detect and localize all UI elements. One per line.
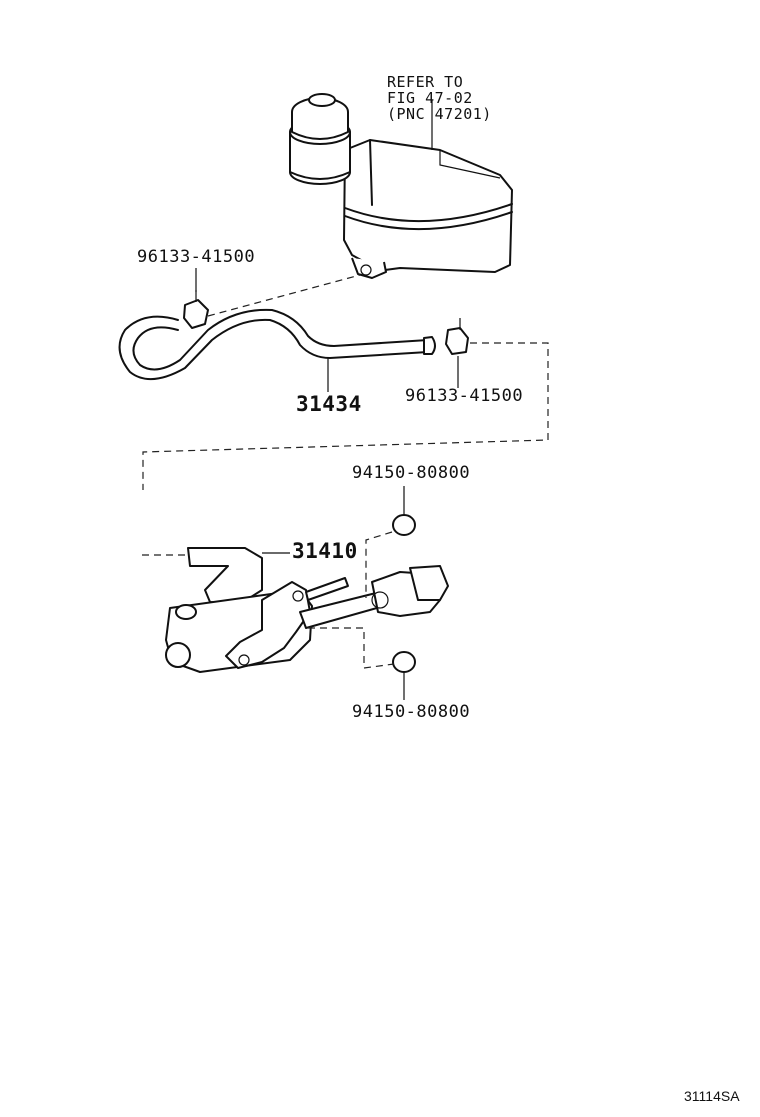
- part-number-master-cylinder[interactable]: 31410: [292, 539, 358, 563]
- master-cylinder-drawing: [165, 547, 449, 673]
- reference-note: REFER TO FIG 47-02 (PNC 47201): [387, 74, 492, 122]
- clip-lower-drawing: [445, 318, 469, 355]
- hose-drawing: [118, 308, 436, 380]
- reference-lines: [142, 274, 549, 669]
- reservoir-drawing: [289, 93, 513, 279]
- figure-code: 31114SA: [684, 1088, 740, 1104]
- part-number-hose[interactable]: 31434: [296, 392, 362, 416]
- part-number-grommet-lower[interactable]: 94150-80800: [352, 702, 471, 722]
- leader-lines: [195, 268, 459, 700]
- part-number-grommet-upper[interactable]: 94150-80800: [352, 463, 471, 483]
- grommet-lower-drawing: [392, 651, 416, 673]
- part-number-clip-upper[interactable]: 96133-41500: [137, 247, 256, 267]
- part-number-clip-lower[interactable]: 96133-41500: [405, 386, 524, 406]
- reference-note-line1: REFER TO: [387, 73, 464, 91]
- clip-upper-drawing: [183, 290, 209, 329]
- grommet-upper-drawing: [392, 514, 416, 536]
- reference-note-line2: FIG 47-02: [387, 89, 473, 107]
- reference-note-line3: (PNC 47201): [387, 105, 492, 123]
